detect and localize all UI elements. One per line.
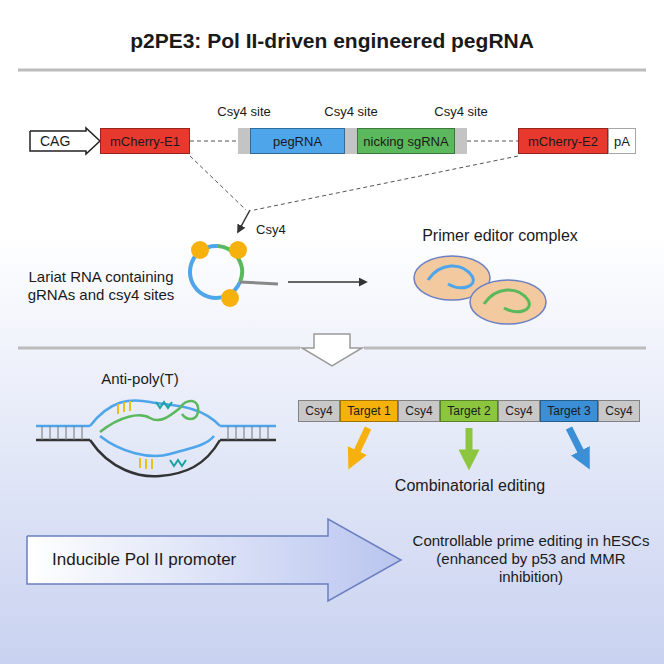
node-text: Csy4: [305, 404, 332, 418]
csy4-box: Csy4: [598, 400, 640, 422]
node-text: Csy4: [405, 404, 432, 418]
exon-box: mCherry-E2: [518, 128, 608, 154]
node-text: Inducible Pol II promoter: [52, 550, 236, 570]
exon-box: mCherry-E1: [100, 128, 190, 154]
feature-label: Anti-poly(T): [60, 370, 220, 388]
node-text: pA: [614, 134, 630, 149]
complex-label: Primer editor complex: [400, 226, 600, 245]
site-label: Csy4 site: [311, 104, 391, 120]
outcome-text: Controllable prime editing in hESCs (enh…: [410, 532, 652, 586]
csy4-box: Csy4: [398, 400, 440, 422]
node-text: mCherry-E1: [110, 134, 180, 149]
promoter-block-arrow: Inducible Pol II promoter: [26, 518, 402, 602]
anti-polyT-dna: [36, 400, 276, 476]
sgrna-box: nicking sgRNA: [357, 128, 455, 154]
result-label: Combinatorial editing: [340, 476, 600, 495]
node-text: mCherry-E2: [528, 134, 598, 149]
site-label: Csy4 site: [421, 104, 501, 120]
node-text: pegRNA: [273, 134, 322, 149]
lariat-rna: [190, 241, 366, 307]
csy4-box: Csy4: [498, 400, 540, 422]
node-text: Target 1: [347, 404, 390, 418]
pegrna-box: pegRNA: [250, 128, 345, 154]
node-text: Csy4: [505, 404, 532, 418]
node-text: nicking sgRNA: [363, 134, 448, 149]
promoter-arrow: CAG: [30, 128, 100, 154]
prime-editor-complex: [414, 256, 546, 324]
title: p2PE3: Pol II-driven engineered pegRNA: [10, 28, 654, 53]
csy4-box: Csy4: [298, 400, 340, 422]
polya-box: pA: [608, 128, 636, 154]
node-text: Csy4: [605, 404, 632, 418]
dividers: [18, 70, 646, 366]
target-box: Target 3: [540, 400, 598, 422]
enzyme-label: Csy4: [256, 222, 316, 238]
node-text: Target 2: [447, 404, 490, 418]
combinatorial-arrows: [352, 428, 586, 462]
node-text: CAG: [40, 133, 70, 149]
target-box: Target 2: [440, 400, 498, 422]
construct-linker: [190, 128, 518, 232]
node-text: Target 3: [547, 404, 590, 418]
lariat-label: Lariat RNA containing gRNAs and csy4 sit…: [22, 268, 180, 304]
target-box: Target 1: [340, 400, 398, 422]
site-label: Csy4 site: [204, 104, 284, 120]
